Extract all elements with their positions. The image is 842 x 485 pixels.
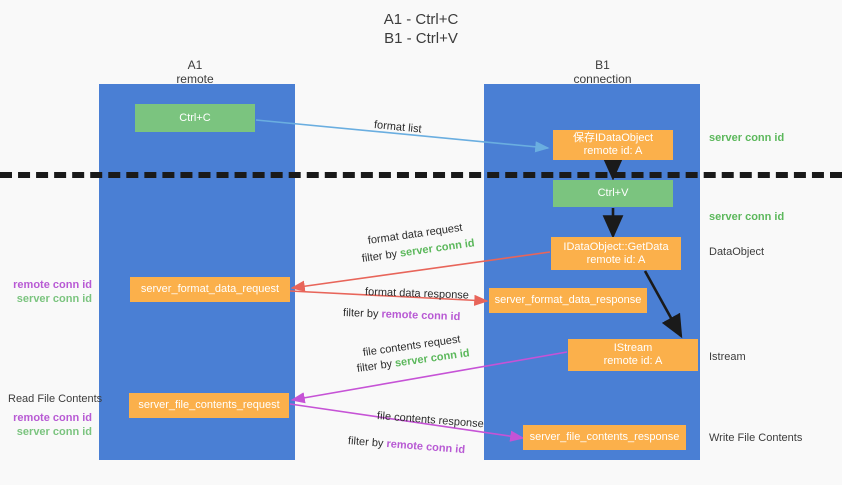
node-server-format-data-response[interactable]: server_format_data_response: [489, 288, 647, 313]
node-server-file-contents-request-label: server_file_contents_request: [138, 399, 280, 411]
left-conn-ids-file-remote: remote conn id: [13, 412, 92, 424]
phase-separator: [0, 172, 842, 178]
node-save-idataobject[interactable]: 保存IDataObject remote id: A: [553, 130, 673, 160]
left-conn-ids-file: remote conn id server conn id: [0, 411, 92, 439]
node-istream[interactable]: IStream remote id: A: [568, 339, 698, 371]
page-title-line1: A1 - Ctrl+C: [383, 11, 459, 28]
node-istream-line2: remote id: A: [603, 355, 663, 367]
node-getdata-line2: remote id: A: [586, 253, 646, 266]
node-getdata[interactable]: IDataObject::GetData remote id: A: [551, 237, 681, 270]
left-conn-ids-format: remote conn id server conn id: [0, 278, 92, 306]
node-save-idataobject-line2: remote id: A: [583, 145, 643, 157]
column-header-a1: A1 remote: [140, 58, 250, 86]
annotation-file-contents-request-filter-prefix: filter by: [356, 357, 396, 375]
annotation-file-contents-response-filter-value: remote conn id: [385, 438, 466, 457]
column-header-b1-name: B1: [595, 58, 610, 72]
annotation-file-contents-response-filter-prefix: filter by: [347, 435, 387, 451]
column-header-a1-sub: remote: [176, 72, 214, 86]
node-istream-line1: IStream: [613, 342, 653, 354]
side-label-istream: Istream: [709, 351, 746, 363]
left-label-read-file-contents: Read File Contents: [8, 393, 103, 405]
left-conn-ids-format-remote: remote conn id: [13, 279, 92, 291]
annotation-format-data-response-text: format data response: [364, 286, 470, 302]
left-conn-ids-file-server: server conn id: [16, 426, 92, 438]
node-getdata-line1: IDataObject::GetData: [563, 240, 669, 253]
side-label-server-conn-id-mid: server conn id: [709, 211, 785, 223]
column-header-b1-sub: connection: [573, 72, 632, 86]
annotation-format-data-response-filter: filter by remote conn id: [343, 306, 461, 325]
node-save-idataobject-line1: 保存IDataObject: [572, 132, 654, 144]
annotation-file-contents-response-text: file contents response: [376, 410, 485, 431]
node-server-file-contents-request[interactable]: server_file_contents_request: [129, 393, 289, 418]
annotation-format-list: format list: [373, 119, 423, 136]
column-header-a1-name: A1: [187, 58, 203, 72]
annotation-file-contents-response: file contents response: [376, 409, 485, 432]
annotation-format-data-request-filter-prefix: filter by: [361, 247, 401, 265]
node-ctrl-v-label: Ctrl+V: [597, 187, 629, 199]
node-server-format-data-response-label: server_format_data_response: [494, 294, 642, 306]
node-server-format-data-request-label: server_format_data_request: [140, 283, 280, 295]
side-label-server-conn-id-top: server conn id: [709, 132, 785, 144]
side-label-write-file-contents: Write File Contents: [709, 432, 803, 444]
side-label-dataobject: DataObject: [709, 246, 765, 258]
node-ctrl-c-label: Ctrl+C: [179, 111, 211, 124]
annotation-format-data-response-filter-value: remote conn id: [381, 308, 461, 324]
node-server-file-contents-response[interactable]: server_file_contents_response: [523, 425, 686, 450]
node-server-format-data-request[interactable]: server_format_data_request: [130, 277, 290, 302]
left-conn-ids-format-server: server conn id: [16, 293, 92, 305]
node-server-file-contents-response-label: server_file_contents_response: [529, 431, 680, 443]
annotation-format-data-response-filter-prefix: filter by: [342, 307, 382, 321]
column-header-b1: B1 connection: [545, 58, 660, 86]
page-title-line2: B1 - Ctrl+V: [384, 30, 458, 47]
annotation-format-data-response: format data response: [365, 285, 469, 304]
node-ctrl-c[interactable]: Ctrl+C: [135, 104, 255, 132]
annotation-file-contents-response-filter: filter by remote conn id: [347, 434, 466, 458]
node-ctrl-v[interactable]: Ctrl+V: [553, 180, 673, 207]
